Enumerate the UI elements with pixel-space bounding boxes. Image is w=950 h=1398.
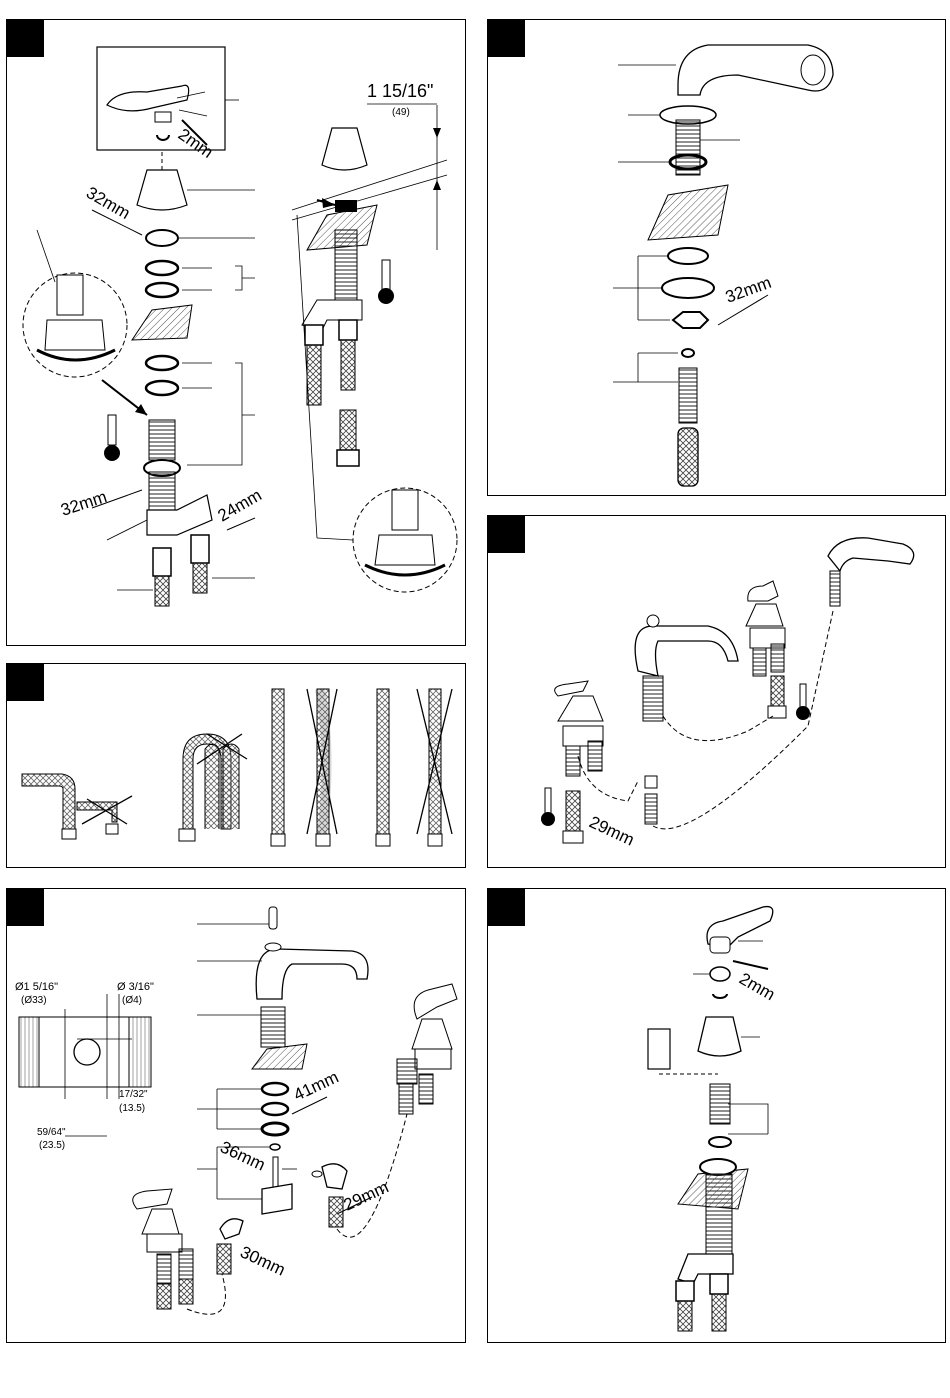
spout-tee bbox=[262, 1184, 292, 1214]
wrench-29mm-label: 29mm bbox=[586, 812, 637, 849]
height-dimension: 1 15/16" bbox=[367, 81, 433, 101]
hex-key-2mm-label: 2mm bbox=[736, 969, 778, 1004]
escutcheon-cap bbox=[698, 1017, 741, 1056]
offset-a-dim-mm: (13.5) bbox=[119, 1103, 145, 1114]
hose-bending-drawing bbox=[7, 664, 467, 869]
handshower-drawing: 32mm bbox=[488, 20, 947, 497]
wrench-32mm-lower-label: 32mm bbox=[58, 487, 109, 520]
lock-nut bbox=[673, 312, 708, 328]
hex-socket-tool bbox=[648, 1029, 670, 1069]
panel-handshower-assembly: 32mm bbox=[487, 19, 946, 496]
escutcheon-cap-side bbox=[322, 128, 367, 170]
lever-handle bbox=[107, 85, 189, 111]
wrench-36mm-label: 36mm bbox=[217, 1137, 268, 1174]
sink-deck-section bbox=[132, 305, 192, 340]
wrench-41mm-label: 41mm bbox=[291, 1067, 342, 1104]
hose-mesh bbox=[678, 428, 698, 486]
sink-deck-section bbox=[648, 185, 728, 240]
spout-installation-drawing: Ø1 5/16" (Ø33) Ø 3/16" (Ø4) 17/32" (13.5… bbox=[7, 889, 467, 1344]
spout bbox=[256, 949, 368, 999]
valve-stem bbox=[149, 420, 175, 460]
hose-straight-ok bbox=[272, 689, 284, 834]
offset-b-dim: 59/64" bbox=[37, 1127, 66, 1138]
escutcheon-cap bbox=[137, 170, 187, 210]
handle-removal-drawing: 2mm bbox=[488, 889, 947, 1344]
height-dimension-mm: (49) bbox=[392, 107, 410, 118]
wrench-30mm-label: 30mm bbox=[237, 1242, 288, 1279]
offset-a-dim: 17/32" bbox=[119, 1089, 148, 1100]
offset-b-dim-mm: (23.5) bbox=[39, 1140, 65, 1151]
spout bbox=[635, 626, 738, 676]
flange-nut bbox=[146, 230, 178, 246]
panel-valve-assembly: 2mm 32mm bbox=[6, 19, 466, 646]
supply-hose-left bbox=[155, 576, 169, 606]
panel-hose-bending bbox=[6, 663, 466, 868]
supply-hose-right bbox=[193, 563, 207, 593]
handshower-head bbox=[678, 45, 833, 95]
system-overview-drawing: 29mm bbox=[488, 516, 947, 869]
hex-key-2mm-label: 2mm bbox=[175, 125, 217, 162]
hole-small-dim: Ø 3/16" bbox=[117, 981, 154, 993]
valve-stem bbox=[706, 1174, 732, 1254]
cartridge bbox=[710, 1084, 730, 1124]
hole-large-dim: Ø1 5/16" bbox=[15, 981, 58, 993]
valve-assembly-drawing: 2mm 32mm bbox=[7, 20, 467, 647]
wrench-32mm-label: 32mm bbox=[723, 273, 774, 307]
hole-large-dim-mm: (Ø33) bbox=[21, 995, 47, 1006]
wrench-32mm-label: 32mm bbox=[83, 183, 133, 223]
thermometer-icon bbox=[108, 415, 116, 445]
hole-small-dim-mm: (Ø4) bbox=[122, 995, 142, 1006]
handshower-head bbox=[828, 538, 914, 571]
wrench-24mm-label: 24mm bbox=[215, 485, 265, 525]
panel-spout-installation: Ø1 5/16" (Ø33) Ø 3/16" (Ø4) 17/32" (13.5… bbox=[6, 888, 466, 1343]
panel-system-overview: 29mm bbox=[487, 515, 946, 868]
hose-bend-ok-1 bbox=[22, 774, 75, 829]
panel-handle-removal: 2mm bbox=[487, 888, 946, 1343]
